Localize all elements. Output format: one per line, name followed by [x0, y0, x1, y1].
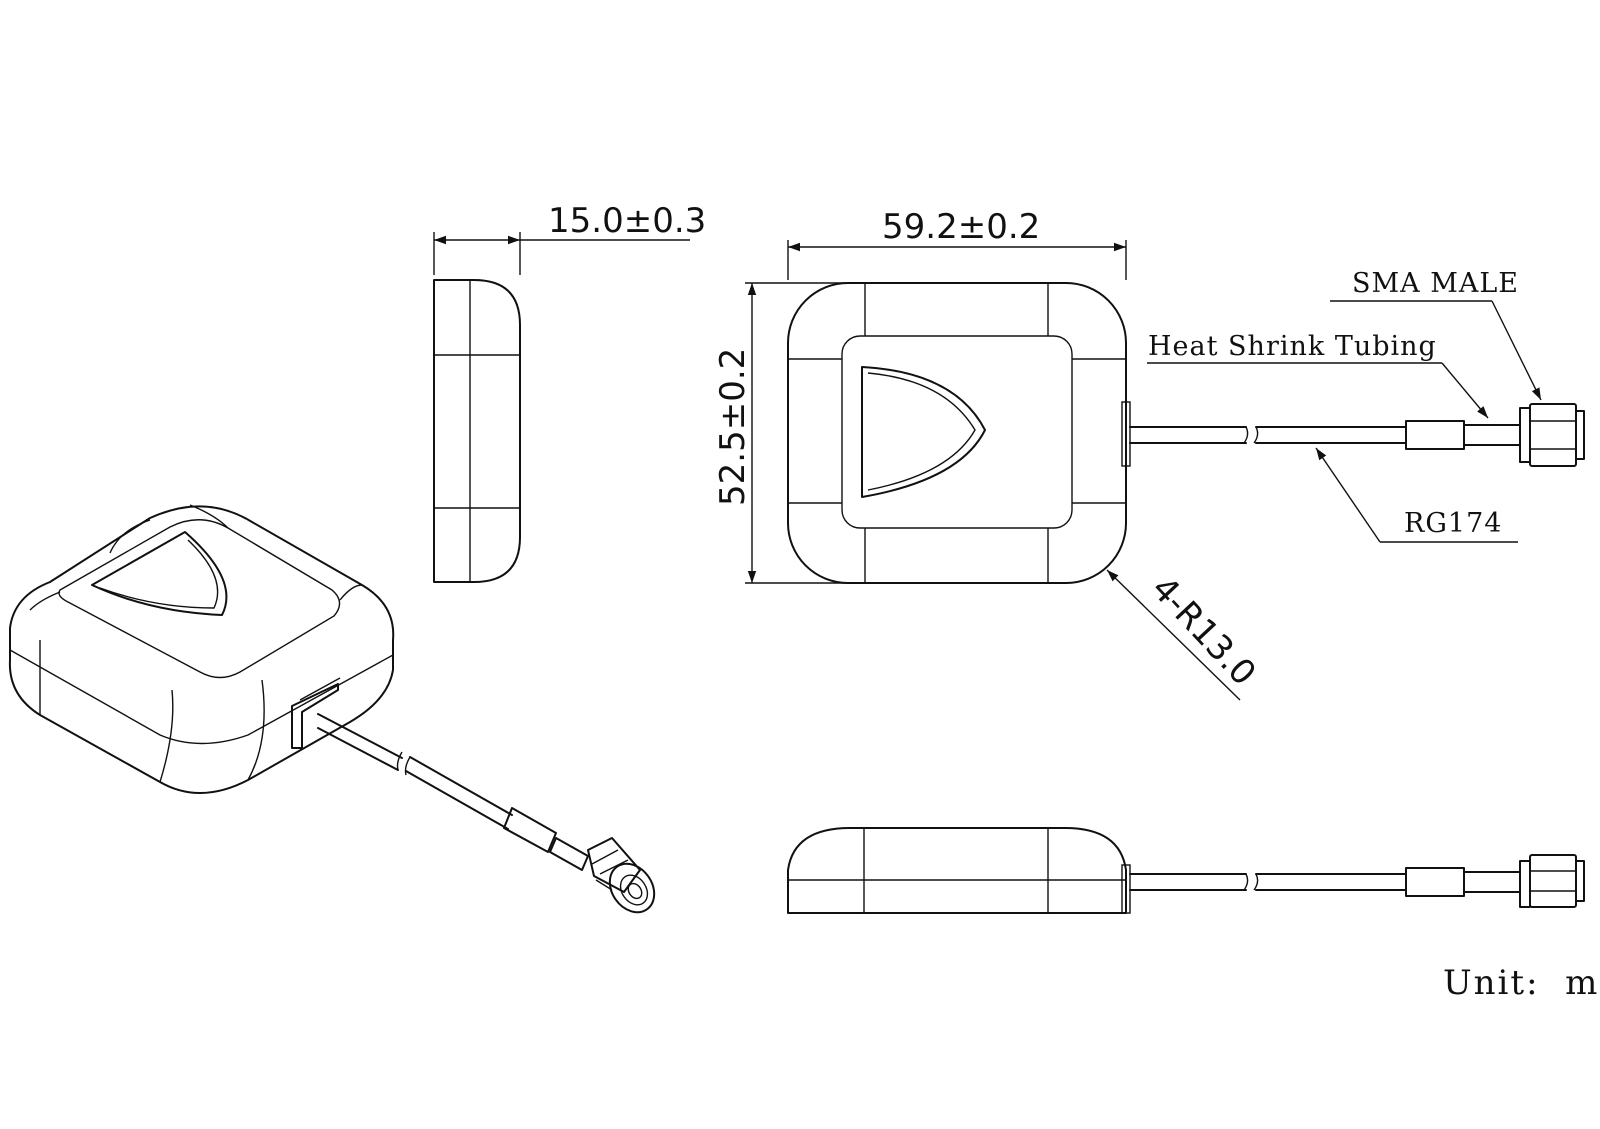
- width-dimension: 59.2±0.2: [787, 207, 1127, 280]
- heat-shrink-callout: Heat Shrink Tubing: [1147, 331, 1489, 419]
- heat-shrink-tubing-label: Heat Shrink Tubing: [1148, 331, 1437, 362]
- depth-dimension: 52.5±0.2: [713, 282, 850, 584]
- radius-callout-label: 4-R13.0: [1143, 569, 1263, 694]
- isometric-view: [8, 504, 656, 914]
- sma-male-label: SMA MALE: [1352, 268, 1519, 299]
- radius-callout: 4-R13.0: [1106, 569, 1264, 701]
- side-view: [433, 279, 521, 583]
- top-view: [787, 282, 1585, 584]
- width-dimension-label: 59.2±0.2: [882, 207, 1040, 247]
- depth-dimension-label: 52.5±0.2: [713, 348, 753, 506]
- logo-shield-icon: [861, 366, 986, 498]
- rg174-label: RG174: [1404, 508, 1502, 539]
- sma-callout: SMA MALE: [1330, 268, 1542, 401]
- height-dimension-label: 15.0±0.3: [548, 201, 706, 241]
- unit-label: Unit: mm: [1443, 963, 1600, 1003]
- iso-logo-shield-icon: [91, 531, 228, 616]
- front-view: [787, 827, 1585, 914]
- cable-callout: RG174: [1315, 447, 1518, 543]
- height-dimension: 15.0±0.3: [433, 201, 706, 275]
